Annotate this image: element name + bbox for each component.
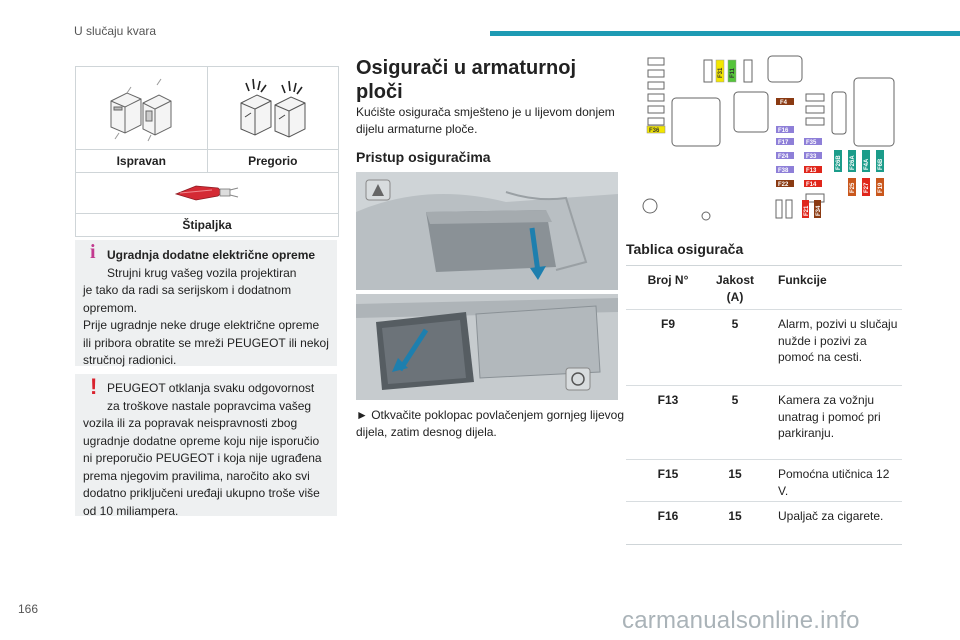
warning-note-line2: za troškove nastale popravcima vašeg [107, 398, 312, 413]
fuse-number: F13 [657, 393, 679, 407]
access-heading: Pristup osiguračima [356, 149, 491, 165]
page-number: 166 [18, 602, 39, 616]
fuse-label-f6b: F6B [878, 158, 884, 170]
fuse-label-f26b: F26B [836, 155, 842, 170]
fuse-table: Broj N° Jakost (A) Funkcije F9 5 Alarm, … [626, 265, 902, 545]
fuse-ok-illustration [76, 67, 207, 149]
table-row: F15 15 Pomoćna utičnica 12 V. [626, 460, 902, 502]
fuse-label-f4: F4 [780, 100, 788, 106]
step-text: ► Otkvačite poklopac povlačenjem gornjeg… [356, 408, 625, 439]
fuse-amperage: 5 [731, 393, 739, 407]
fuse-table-heading: Tablica osigurača [626, 241, 744, 257]
fuse-ok-label: Ispravan [116, 154, 166, 168]
fuse-label-f13: F13 [806, 168, 817, 174]
fuse-label-f34: F34 [816, 205, 822, 216]
fuse-label-f36: F36 [649, 128, 660, 134]
header-func: Funkcije [778, 273, 827, 287]
fuse-number: F9 [660, 317, 675, 331]
fuse-function: Alarm, pozivi u slučaju nužde i pozivi z… [778, 317, 898, 364]
fuse-label-f19: F19 [878, 182, 884, 193]
warning-icon: ! [90, 374, 98, 399]
intro-text: Kućište osigurača smješteno je u lijevom… [356, 105, 615, 136]
warning-note: ! PEUGEOT otklanja svaku odgovornost za … [75, 374, 337, 518]
fuse-label-f27: F27 [864, 182, 870, 193]
info-note-body2: Prije ugradnje neke druge električne opr… [83, 318, 329, 367]
info-note-body: je tako da radi sa serijskom i dodatnom … [83, 283, 292, 315]
tweezers-illustration [76, 173, 338, 213]
fuse-label-f4a: F4A [864, 158, 870, 170]
fuse-blown-illustration [206, 67, 339, 149]
table-row: F13 5 Kamera za vožnju unatrag i pomoć p… [626, 386, 902, 460]
info-note: i Ugradnja dodatne električne opreme Str… [75, 240, 337, 367]
fuse-label-f11: F11 [730, 67, 736, 78]
fuse-label-f24: F24 [778, 154, 789, 160]
table-row: F16 15 Upaljač za cigarete. [626, 502, 902, 544]
header-accent-bar [490, 31, 960, 36]
fuse-blown-label: Pregorio [206, 150, 339, 172]
fuse-label-f21: F21 [804, 205, 810, 216]
fuse-box-diagram: F31 F11 F36 F4 F16 F35 F17 F33 F24 F13 F… [642, 50, 898, 230]
fuse-label-f16: F16 [778, 128, 789, 134]
fuse-label-f26a: F26A [850, 155, 856, 170]
header-amp: Jakost (A) [715, 273, 755, 304]
fuse-label-f38: F38 [778, 168, 789, 174]
fuse-function: Upaljač za cigarete. [778, 509, 884, 523]
tweezers-label: Štipaljka [182, 218, 232, 232]
fuse-label-f33: F33 [806, 154, 817, 160]
fuse-number: F15 [657, 467, 679, 481]
fuse-state-table: Ispravan Pregorio Štipaljka [75, 66, 339, 237]
fuse-label-f25: F25 [850, 182, 856, 193]
fuse-label-f14: F14 [806, 182, 817, 188]
dashboard-cover-illustration [356, 172, 618, 400]
warning-note-line1: PEUGEOT otklanja svaku odgovornost [107, 381, 315, 395]
table-row: F9 5 Alarm, pozivi u slučaju nužde i poz… [626, 310, 902, 386]
watermark: carmanualsonline.info [622, 607, 860, 634]
fuse-function: Pomoćna utičnica 12 V. [778, 467, 890, 498]
info-note-line1: Strujni krug vašeg vozila projektiran [107, 265, 297, 280]
fuse-function: Kamera za vožnju unatrag i pomoć pri par… [778, 393, 881, 440]
fuse-label-f22: F22 [778, 182, 789, 188]
info-note-title: Ugradnja dodatne električne opreme [107, 248, 316, 262]
fuse-amperage: 5 [731, 317, 739, 331]
header-num: Broj N° [647, 273, 689, 287]
info-icon: i [90, 241, 96, 263]
fuse-amperage: 15 [728, 467, 742, 481]
fuse-label-f17: F17 [778, 140, 789, 146]
fuse-label-f31: F31 [718, 67, 724, 78]
fuse-amperage: 15 [728, 509, 742, 523]
section-title: U slučaju kvara [74, 24, 157, 38]
fuse-number: F16 [657, 509, 679, 523]
warning-note-body: vozila ili za popravak neispravnosti zbo… [83, 416, 322, 518]
page-title: Osigurači u armaturnoj ploči [356, 57, 577, 103]
fuse-table-header: Broj N° Jakost (A) Funkcije [626, 266, 902, 310]
fuse-label-f35: F35 [806, 140, 817, 146]
